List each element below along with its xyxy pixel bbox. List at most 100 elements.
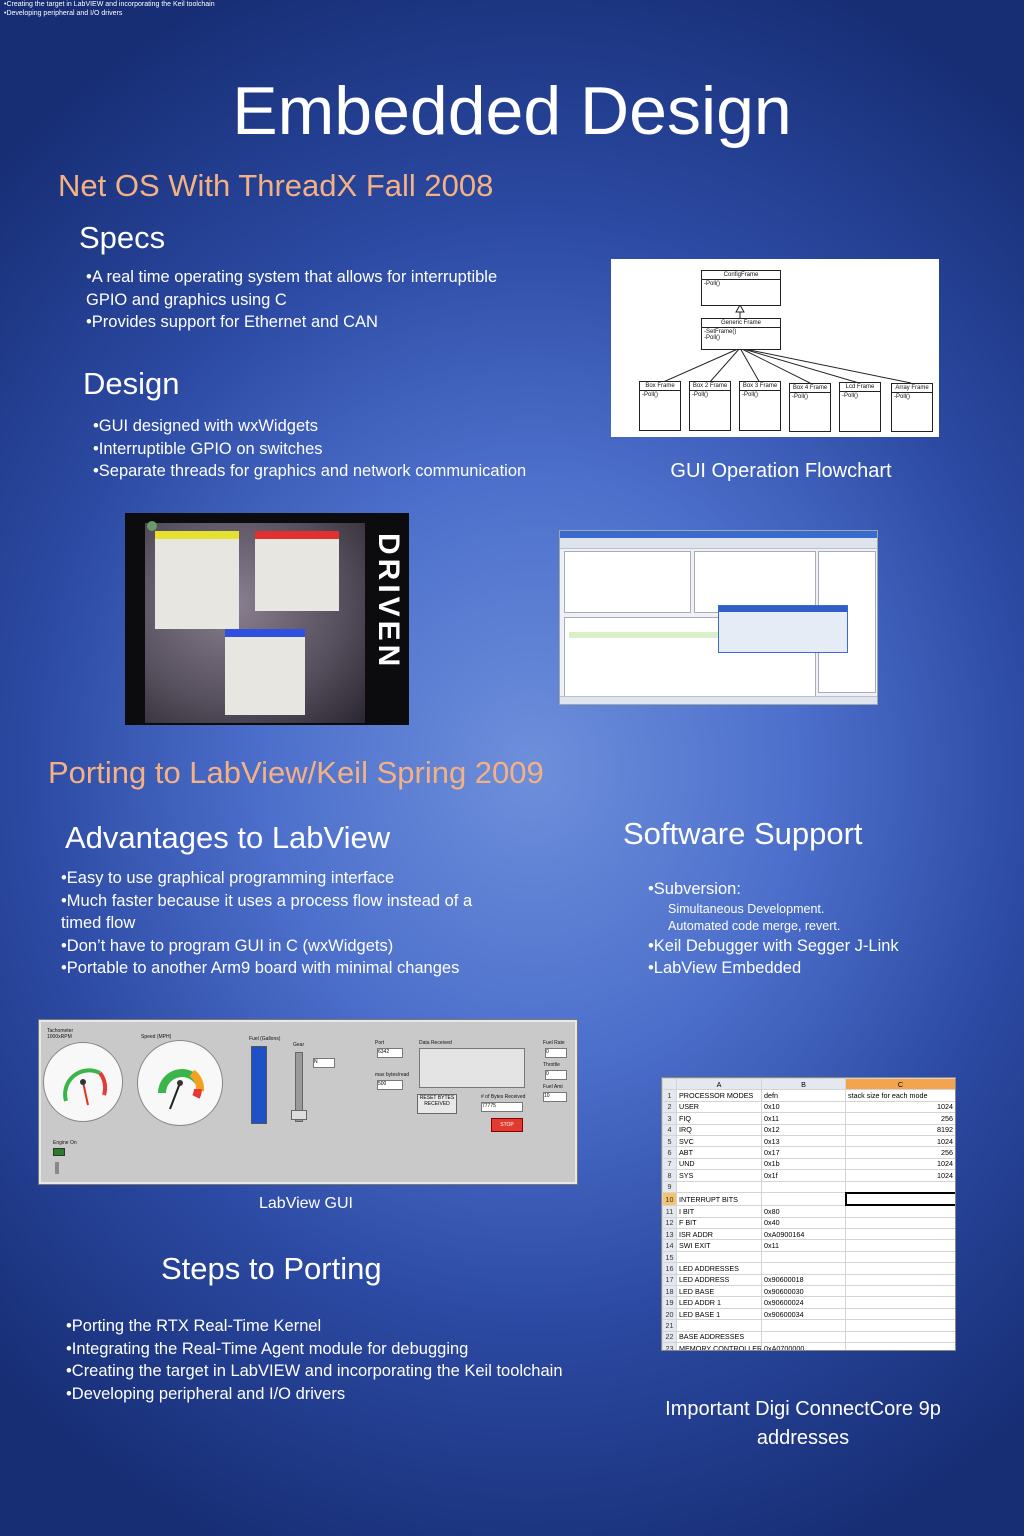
row-number: 16: [662, 1262, 677, 1275]
table-cell: PROCESSOR MODES: [676, 1089, 762, 1102]
table-cell: MEMORY CONTROLLER: [676, 1341, 762, 1350]
gear-slider[interactable]: [295, 1052, 303, 1122]
design-list: •GUI designed with wxWidgets •Interrupti…: [93, 415, 526, 483]
gear-slider-thumb[interactable]: [291, 1110, 307, 1120]
ide-screenshot: [559, 530, 878, 705]
specs-line-1: •A real time operating system that allow…: [86, 268, 498, 286]
table-cell: [845, 1341, 955, 1350]
top-note-line-1: •Creating the target in LabVIEW and inco…: [4, 1, 215, 8]
device-photo: DRIVEN: [125, 513, 409, 725]
design-line-1: •GUI designed with wxWidgets: [93, 417, 318, 435]
table-cell: [761, 1330, 846, 1344]
bytes-received-value: 77775: [481, 1102, 523, 1112]
device-panel-3: [225, 629, 305, 715]
uml-lcd-frame: Lcd Frame-Poll(): [839, 382, 881, 432]
throttle-input[interactable]: 0: [545, 1070, 567, 1080]
software-sub-1: Simultaneous Development.: [668, 901, 825, 916]
table-cell: [845, 1319, 955, 1332]
table-cell: 0x90600034: [761, 1307, 846, 1321]
row-number: 21: [662, 1319, 677, 1332]
table-cell: [844, 1191, 955, 1207]
uml-array-frame: Array Frame-Poll(): [891, 383, 933, 432]
gear-value: N: [313, 1058, 335, 1068]
table-cell: ISR ADDR: [676, 1228, 762, 1241]
advantages-line-3: timed flow: [61, 914, 136, 932]
table-cell: [845, 1273, 955, 1287]
flowchart-caption: GUI Operation Flowchart: [670, 460, 892, 482]
software-line-svn: •Subversion:: [648, 880, 741, 898]
software-list: •Subversion: Simultaneous Development. A…: [648, 878, 899, 980]
ide-statusbar: [560, 696, 877, 704]
table-cell: 0x90600024: [761, 1296, 846, 1309]
table-cell: 0x1f: [761, 1169, 846, 1182]
table-cell: 0x90600018: [761, 1273, 846, 1287]
ide-outline-pane: [694, 551, 816, 613]
ide-toolbar: [560, 538, 877, 549]
col-header-a: A: [676, 1078, 762, 1091]
table-row: 9: [662, 1180, 955, 1194]
table-cell: [845, 1262, 955, 1275]
fuel-tank-bar: [251, 1046, 267, 1124]
steps-list: •Porting the RTX Real-Time Kernel •Integ…: [66, 1315, 563, 1405]
specs-heading: Specs: [79, 220, 166, 255]
row-number: 2: [662, 1100, 677, 1114]
table-cell: [761, 1262, 846, 1275]
row-number: 9: [662, 1180, 677, 1194]
port-input[interactable]: 6342: [377, 1048, 403, 1058]
row-number: 22: [662, 1330, 677, 1344]
tachometer-dial-icon: [63, 1068, 108, 1106]
ide-project-pane: [564, 551, 691, 613]
flowchart-connectors: [660, 303, 912, 384]
row-number: 23: [662, 1341, 677, 1350]
table-cell: 1024: [845, 1100, 955, 1114]
software-line-keil: •Keil Debugger with Segger J-Link: [648, 936, 899, 955]
row-number: 12: [662, 1216, 677, 1230]
max-bytes-input[interactable]: 500: [377, 1080, 403, 1090]
steps-line-2: •Integrating the Real-Time Agent module …: [66, 1339, 469, 1358]
engine-toggle[interactable]: [55, 1162, 59, 1174]
table-cell: defn: [761, 1089, 846, 1102]
table-cell: 0x40: [761, 1216, 846, 1230]
table-cell: 0x11: [761, 1239, 846, 1252]
uml-config-frame: ConfigFrame -Poll(): [701, 270, 781, 306]
row-number: 6: [662, 1146, 677, 1159]
fuel-rate-input[interactable]: 0: [545, 1048, 567, 1058]
table-cell: [676, 1319, 762, 1332]
col-header-c: C: [845, 1078, 955, 1091]
table-cell: [845, 1204, 955, 1218]
table-cell: 0x11: [761, 1112, 846, 1125]
tachometer-gauge: [43, 1042, 123, 1122]
device-panel-1: [155, 531, 239, 629]
table-cell: 1024: [845, 1169, 955, 1182]
port-label: Port: [375, 1040, 385, 1046]
table-row: 21: [662, 1319, 955, 1332]
table-cell: LED BASE: [676, 1285, 762, 1298]
table-cell: [761, 1250, 846, 1264]
advantages-line-5: •Portable to another Arm9 board with min…: [61, 959, 460, 977]
steps-line-3: •Creating the target in LabVIEW and inco…: [66, 1362, 563, 1380]
fuel-label: Fuel (Gallons): [249, 1036, 281, 1042]
reset-bytes-button[interactable]: RESET BYTES RECEIVED: [417, 1094, 457, 1114]
table-cell: 0x90600030: [761, 1285, 846, 1298]
device-logo-icon: [147, 521, 157, 531]
throttle-label: Throttle: [543, 1062, 560, 1068]
table-cell: [761, 1319, 846, 1332]
steps-heading: Steps to Porting: [161, 1251, 382, 1286]
stop-button[interactable]: STOP: [491, 1118, 523, 1132]
engine-on-led: [53, 1148, 65, 1156]
specs-line-2: GPIO and graphics using C: [86, 290, 287, 309]
addresses-caption: Important Digi ConnectCore 9p addresses: [640, 1395, 966, 1453]
table-cell: LED ADDRESS: [676, 1273, 762, 1287]
